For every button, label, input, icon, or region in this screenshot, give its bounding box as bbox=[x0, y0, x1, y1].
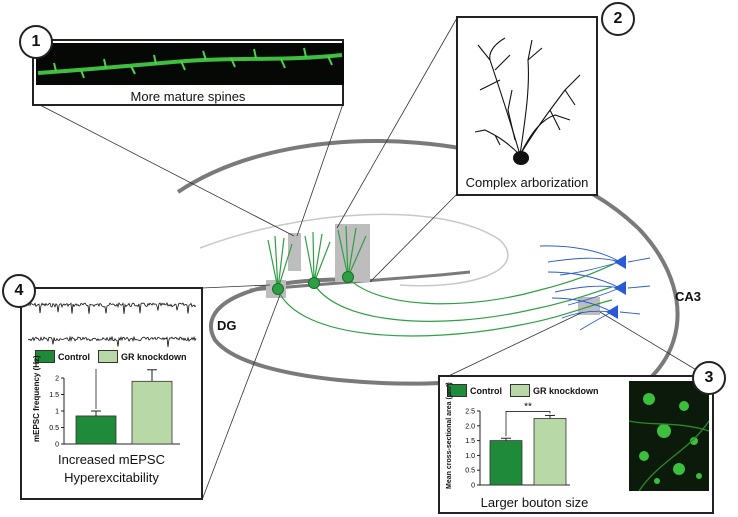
panel-mepsc: Control GR knockdown 00.511.52* mEPSC fr… bbox=[20, 287, 203, 500]
panel-4-badge: 4 bbox=[2, 274, 36, 308]
legend-panel-4: Control GR knockdown bbox=[35, 350, 187, 363]
mepsc-trace-control bbox=[28, 335, 197, 347]
y-tick-label: 0.5 bbox=[465, 468, 475, 475]
panel-4-caption-line2: Hyperexcitability bbox=[64, 470, 159, 485]
y-tick-label: 2.5 bbox=[465, 409, 475, 416]
panel-2-badge: 2 bbox=[601, 2, 635, 36]
panel-1-caption: More mature spines bbox=[130, 89, 246, 104]
mepsc-trace-gr-knockdown bbox=[28, 302, 197, 315]
y-tick-label: 1.5 bbox=[49, 392, 59, 399]
bar-gr-knockdown bbox=[131, 380, 173, 445]
legend-3-swatch-knockdown bbox=[510, 384, 530, 397]
panel-1-badge: 1 bbox=[19, 25, 53, 59]
chart-4-ylabel: mEPSC frequency (Hz) bbox=[32, 355, 41, 442]
panel-spines: More mature spines bbox=[32, 39, 344, 106]
y-tick-label: 0 bbox=[55, 442, 59, 449]
y-tick-label: 0.5 bbox=[49, 425, 59, 432]
highlight-spines bbox=[288, 233, 301, 271]
bar-control bbox=[75, 415, 117, 445]
dg-label: DG bbox=[217, 318, 237, 333]
ca3-soma-2 bbox=[614, 281, 626, 295]
ca3-neurons bbox=[539, 245, 651, 331]
bar-control bbox=[489, 440, 523, 486]
spine-image bbox=[36, 43, 344, 85]
granule-cell-soma-3 bbox=[342, 271, 354, 283]
legend-3-label-control: Control bbox=[470, 385, 502, 396]
legend-label-knockdown: GR knockdown bbox=[121, 351, 187, 362]
connector-1 bbox=[37, 103, 295, 237]
y-tick-label: 0 bbox=[471, 483, 475, 490]
panel-3-badge: 3 bbox=[692, 361, 726, 395]
legend-3-label-knockdown: GR knockdown bbox=[533, 385, 599, 396]
arbor-soma bbox=[513, 151, 529, 165]
y-tick-label: 2.0 bbox=[465, 423, 475, 430]
chart-3-ylabel: Mean cross-sectional area (µm²) bbox=[446, 382, 453, 489]
y-tick-label: 1 bbox=[55, 409, 59, 416]
significance-bracket bbox=[95, 369, 97, 409]
y-tick-label: 2 bbox=[55, 376, 59, 383]
ca3-soma-3 bbox=[606, 305, 618, 319]
connector-2 bbox=[336, 17, 458, 229]
significance-bracket bbox=[505, 411, 551, 437]
bouton-image bbox=[629, 381, 709, 491]
hippocampus-outer-arc bbox=[176, 139, 680, 422]
mepsc-traces bbox=[28, 302, 197, 347]
mossy-fiber-axons bbox=[277, 263, 615, 337]
ca3-label: CA3 bbox=[675, 289, 702, 304]
arbor-image bbox=[474, 37, 581, 165]
panel-2-caption: Complex arborization bbox=[465, 175, 589, 190]
ca3-soma-1 bbox=[614, 255, 626, 269]
y-tick-label: 1.5 bbox=[465, 438, 475, 445]
legend-label-control: Control bbox=[58, 351, 90, 362]
legend-swatch-knockdown bbox=[98, 350, 118, 363]
connector-1b bbox=[296, 103, 344, 237]
significance-marker: ** bbox=[524, 401, 532, 412]
panel-4-caption-line1: Increased mEPSC bbox=[58, 452, 165, 467]
connector-4b bbox=[201, 294, 281, 501]
hippocampus-inner-arc bbox=[199, 213, 509, 287]
granule-cell-soma-2 bbox=[308, 277, 320, 289]
bar-gr-knockdown bbox=[533, 417, 567, 486]
connector-3 bbox=[439, 311, 584, 381]
y-tick-label: 1.0 bbox=[465, 453, 475, 460]
panel-arborization: Complex arborization bbox=[456, 16, 598, 196]
connector-4 bbox=[201, 284, 271, 289]
chart-bouton-area: 0 0.5 1.0 1.5 2.0 2.5 ** bbox=[465, 401, 570, 490]
legend-panel-3: Control GR knockdown bbox=[447, 384, 599, 397]
granule-cell-soma-1 bbox=[272, 283, 284, 295]
chart-mepsc-frequency: 00.511.52* bbox=[49, 369, 180, 449]
legend-swatch-control bbox=[35, 350, 55, 363]
legend-3-swatch-control bbox=[447, 384, 467, 397]
connector-2b bbox=[369, 193, 458, 283]
panel-3-caption: Larger bouton size bbox=[480, 495, 589, 510]
granule-cell-dendrites bbox=[267, 225, 367, 290]
